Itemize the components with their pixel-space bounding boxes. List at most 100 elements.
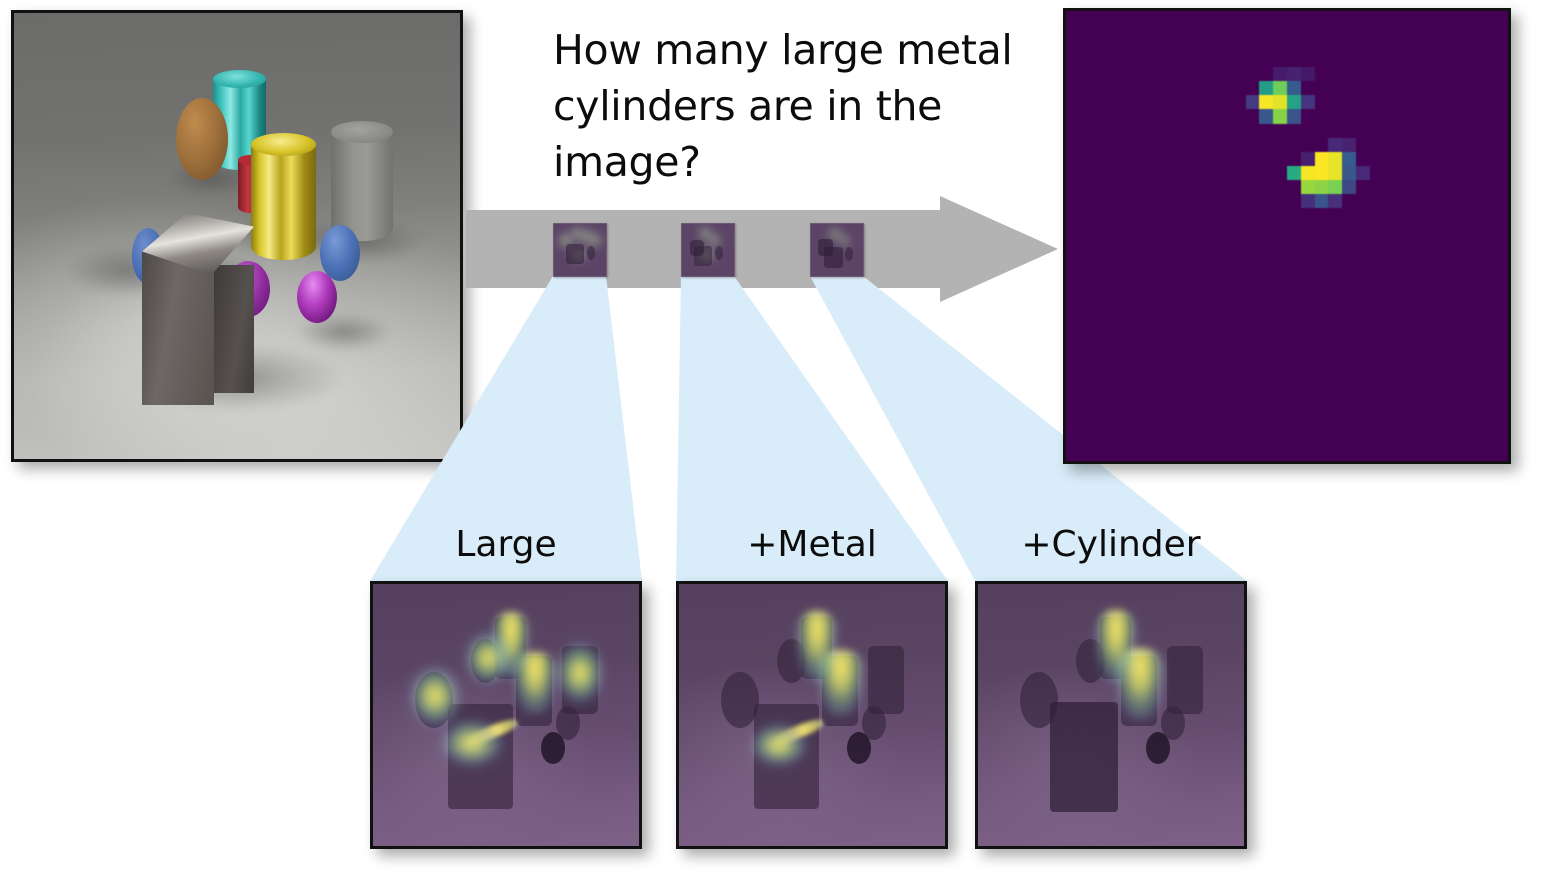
heatmap-cell: [1204, 25, 1218, 40]
heatmap-cell: [1162, 137, 1177, 152]
heatmap-cell: [1314, 95, 1329, 110]
heatmap-cell: [1273, 53, 1287, 68]
heatmap-cell: [1287, 53, 1301, 68]
heatmap-cell: [1314, 179, 1329, 194]
heatmap-cell: [1438, 264, 1453, 279]
heatmap-cell: [1121, 25, 1136, 40]
heatmap-cell: [1093, 81, 1108, 96]
arrow-thumbnail-cylinder[interactable]: [810, 223, 864, 277]
heatmap-cell: [1079, 25, 1094, 40]
heatmap-cell: [1245, 123, 1260, 138]
heatmap-cell: [1383, 81, 1398, 96]
heatmap-cell: [1066, 193, 1080, 208]
heatmap-cell: [1148, 221, 1163, 236]
heatmap-cell: [1369, 236, 1384, 251]
heatmap-cell: [1328, 67, 1343, 82]
heatmap-cell: [1148, 165, 1163, 180]
heatmap-cell: [1204, 278, 1218, 293]
heatmap-cell: [1466, 193, 1481, 208]
heatmap-cell: [1466, 151, 1481, 166]
heatmap-cell: [1204, 376, 1218, 391]
heatmap-cell: [1438, 306, 1453, 321]
heatmap-cell: [1328, 348, 1343, 363]
heatmap-cell: [1259, 123, 1274, 138]
heatmap-cell: [1397, 432, 1412, 447]
heatmap-cell: [1438, 39, 1453, 54]
heatmap-cell: [1162, 362, 1177, 377]
heatmap-cell: [1411, 207, 1426, 222]
heatmap-cell: [1342, 39, 1357, 54]
heatmap-cell: [1245, 362, 1260, 377]
heatmap-cell: [1328, 292, 1343, 307]
heatmap-cell: [1314, 53, 1329, 68]
heatmap-cell: [1466, 207, 1481, 222]
heatmap-cell: [1438, 404, 1453, 419]
heatmap-cell: [1369, 123, 1384, 138]
heatmap-cell: [1287, 446, 1301, 461]
heatmap-cell: [1107, 292, 1122, 307]
heatmap-cell: [1342, 250, 1357, 265]
heatmap-cell: [1217, 362, 1232, 377]
arrow-thumbnail-metal[interactable]: [681, 223, 735, 277]
heatmap-cell: [1079, 221, 1094, 236]
heatmap-cell: [1107, 109, 1122, 124]
heatmap-cell: [1245, 25, 1260, 40]
heatmap-cell: [1176, 446, 1191, 461]
heatmap-cell: [1204, 334, 1218, 349]
heatmap-cell: [1093, 53, 1108, 68]
heatmap-cell: [1452, 123, 1467, 138]
heatmap-cell: [1093, 11, 1108, 26]
heatmap-cell: [1300, 236, 1315, 251]
heatmap-cell: [1466, 165, 1481, 180]
heatmap-cell: [1093, 207, 1108, 222]
heatmap-cell: [1204, 418, 1218, 433]
heatmap-cell: [1245, 376, 1260, 391]
heatmap-cell: [1231, 404, 1246, 419]
heatmap-cell: [1135, 376, 1149, 391]
heatmap-cell: [1066, 95, 1080, 110]
heatmap-cell: [1176, 404, 1191, 419]
heatmap-cell: [1079, 362, 1094, 377]
heatmap-cell: [1204, 53, 1218, 68]
heatmap-cell: [1287, 123, 1301, 138]
heatmap-cell: [1107, 404, 1122, 419]
heatmap-cell: [1231, 39, 1246, 54]
heatmap-cell: [1369, 137, 1384, 152]
heatmap-cell: [1135, 236, 1149, 251]
heatmap-cell: [1093, 348, 1108, 363]
heatmap-cell: [1231, 193, 1246, 208]
heatmap-cell: [1135, 404, 1149, 419]
heatmap-cell: [1300, 179, 1315, 194]
heatmap-cell: [1135, 137, 1149, 152]
heatmap-cell: [1190, 151, 1205, 166]
heatmap-cell: [1383, 432, 1398, 447]
heatmap-cell: [1425, 39, 1439, 54]
heatmap-cell: [1328, 306, 1343, 321]
heatmap-cell: [1273, 292, 1287, 307]
heatmap-cell: [1135, 95, 1149, 110]
heatmap-cell: [1328, 376, 1343, 391]
heatmap-cell: [1066, 165, 1080, 180]
heatmap-cell: [1342, 446, 1357, 461]
heatmap-cell: [1204, 165, 1218, 180]
heatmap-cell: [1107, 264, 1122, 279]
heatmap-cell: [1231, 306, 1246, 321]
heatmap-cell: [1383, 250, 1398, 265]
heatmap-cell: [1259, 67, 1274, 82]
arrow-thumbnail-large[interactable]: [553, 223, 607, 277]
heatmap-cell: [1314, 207, 1329, 222]
heatmap-cell: [1452, 376, 1467, 391]
heatmap-cell: [1287, 165, 1301, 180]
heatmap-cell: [1452, 39, 1467, 54]
heatmap-cell: [1397, 278, 1412, 293]
heatmap-cell: [1176, 39, 1191, 54]
heatmap-cell: [1480, 250, 1495, 265]
heatmap-cell: [1425, 432, 1439, 447]
heatmap-cell: [1438, 376, 1453, 391]
heatmap-cell: [1300, 432, 1315, 447]
heatmap-cell: [1079, 95, 1094, 110]
heatmap-cell: [1411, 39, 1426, 54]
heatmap-cell: [1411, 278, 1426, 293]
heatmap-cell: [1356, 109, 1370, 124]
heatmap-cell: [1162, 292, 1177, 307]
